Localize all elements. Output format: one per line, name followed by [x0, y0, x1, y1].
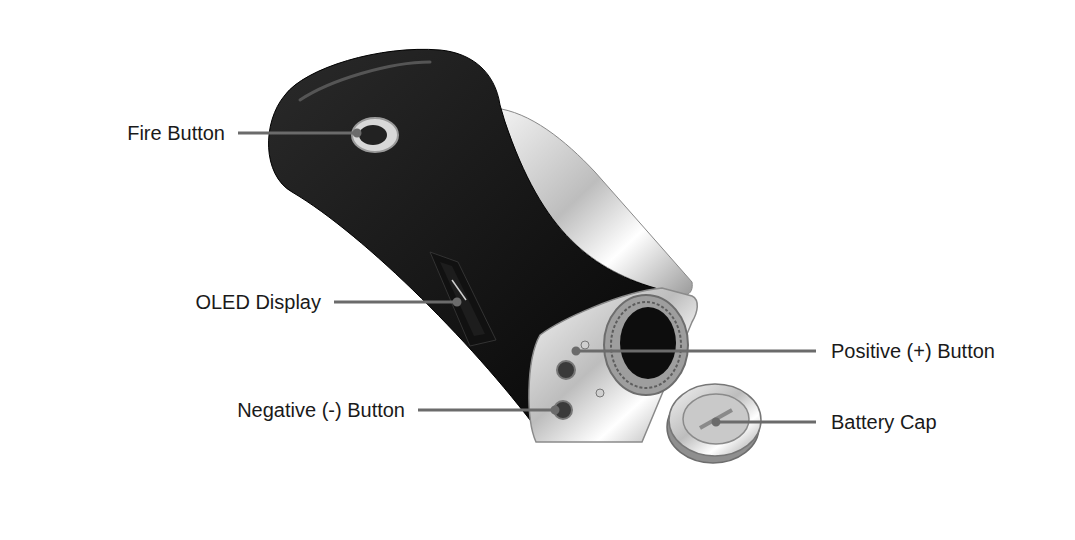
leader-lines [238, 130, 816, 425]
positive-button [557, 361, 575, 379]
part-label: Fire Button [127, 121, 225, 145]
battery-opening [604, 295, 688, 395]
part-label: Positive (+) Button [831, 339, 995, 363]
leader-line [418, 409, 553, 412]
fire-button-inner [359, 125, 387, 145]
leader-dot [573, 348, 579, 354]
oled-display [430, 252, 496, 346]
battery-cap-slot [700, 410, 732, 428]
leader-line [718, 421, 816, 424]
battery-cap [669, 384, 761, 456]
leader-dot [354, 130, 360, 136]
fire-button [352, 118, 398, 152]
leader-line [578, 350, 816, 353]
part-label: OLED Display [195, 290, 321, 314]
battery-well [620, 307, 676, 379]
leader-dot [454, 299, 460, 305]
oled-glyph [452, 280, 466, 300]
leader-line [238, 132, 355, 135]
body-highlight [300, 62, 430, 100]
oled-screen [440, 262, 485, 336]
part-label: Negative (-) Button [237, 398, 405, 422]
plate-screw [596, 389, 604, 397]
leader-line [334, 301, 455, 304]
battery-thread [611, 302, 681, 388]
plate-screw [581, 341, 589, 349]
leader-dot [552, 407, 558, 413]
battery-cap-inner [683, 394, 749, 444]
part-label: Battery Cap [831, 410, 937, 434]
leader-dot [713, 419, 719, 425]
